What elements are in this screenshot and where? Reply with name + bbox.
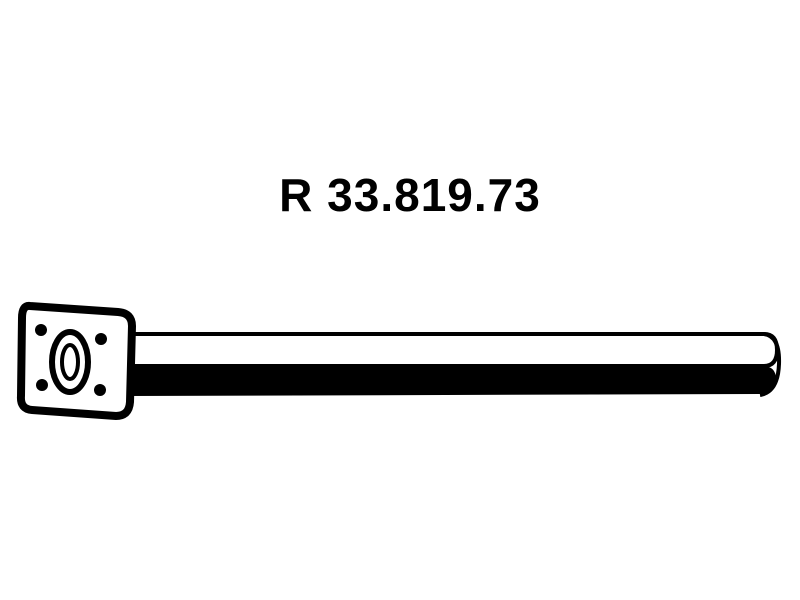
flange-bolt-hole-bottom-right — [94, 384, 106, 396]
flange-center-hole-inner — [60, 343, 80, 381]
flange-center-hole — [49, 329, 91, 395]
pipe — [124, 332, 782, 397]
pipe-end-cap — [759, 332, 782, 397]
part-number-label: R 33.819.73 — [279, 169, 541, 221]
pipe-shadow — [126, 366, 776, 396]
flange-bolt-hole-top-right — [95, 333, 107, 345]
flange-bolt-hole-bottom-left — [36, 379, 48, 391]
flange-bolt-hole-top-left — [35, 324, 47, 336]
pipe-top — [124, 332, 780, 368]
flange — [16, 301, 136, 420]
